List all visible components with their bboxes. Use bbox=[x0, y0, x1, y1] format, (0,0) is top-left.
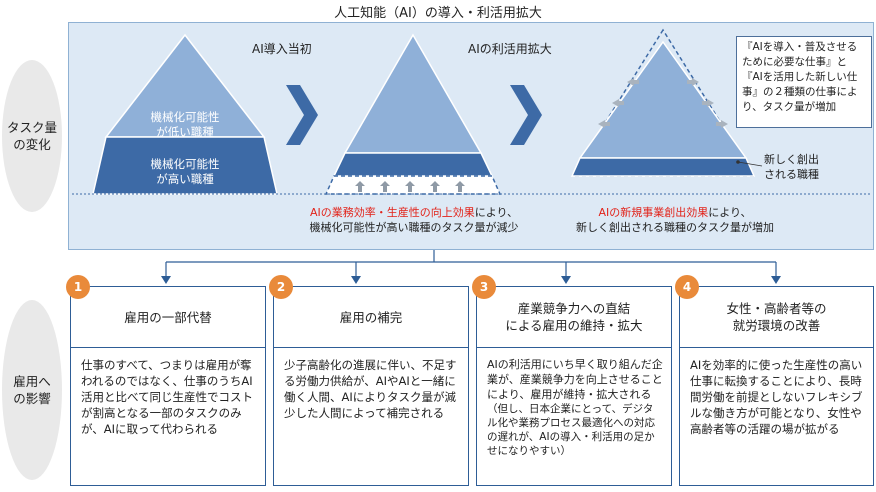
efficiency-effect-highlight: AIの業務効率・生産性の向上効果 bbox=[309, 206, 475, 219]
employment-label-line2: の影響 bbox=[13, 391, 51, 406]
new-jobs-line2: される職種 bbox=[764, 168, 819, 181]
impact-box-3: 産業競争力への直結 による雇用の維持・拡大 AIの利活用にいち早く取り組んだ企業… bbox=[476, 286, 672, 486]
impact-box-4-title-line2: 就労環境の改善 bbox=[732, 318, 821, 333]
impact-box-1: 雇用の一部代替 仕事のすべて、つまりは雇用が奪われるのではなく、仕事のうちAI活… bbox=[70, 286, 266, 486]
impact-box-1-title: 雇用の一部代替 bbox=[71, 287, 265, 348]
pyramid-expansion bbox=[324, 33, 502, 195]
impact-box-3-title-line2: による雇用の維持・拡大 bbox=[505, 318, 643, 333]
connector-lines bbox=[165, 250, 777, 278]
high-automation-line1: 機械化可能性 bbox=[150, 157, 220, 171]
number-badge-4: 4 bbox=[675, 275, 699, 299]
employment-label-line1: 雇用へ bbox=[13, 374, 51, 389]
impact-box-3-body-main: AIの利活用にいち早く取り組んだ企業が、産業競争力を向上させることにより、雇用が… bbox=[487, 358, 663, 401]
number-badge-3: 3 bbox=[472, 275, 496, 299]
low-automation-line2: が低い職種 bbox=[156, 125, 214, 139]
impact-box-3-note: （但し、日本企業にとって、デジタル化や業務プロセス最適化への対応の遅れが、AIの… bbox=[487, 403, 655, 457]
diagram-title: 人工知能（AI）の導入・利活用拡大 bbox=[334, 6, 542, 21]
impact-box-1-title-line1: 雇用の一部代替 bbox=[124, 309, 212, 325]
new-business-effect-caption: AIの新規事業創出効果により、 新しく創出される職種のタスク量が増加 bbox=[560, 205, 790, 235]
impact-box-2: 雇用の補完 少子高齢化の進展に伴い、不足する労働力供給が、AIやAIと一緒に働く… bbox=[273, 286, 469, 486]
employment-impact-label: 雇用へ の影響 bbox=[2, 300, 62, 480]
pyramid-new-jobs bbox=[570, 28, 763, 177]
new-jobs-line1: 新しく創出 bbox=[764, 153, 819, 166]
number-badge-2: 2 bbox=[269, 275, 293, 299]
stage-expansion-label: AIの利活用拡大 bbox=[468, 42, 552, 56]
low-automation-jobs-label: 機械化可能性 が低い職種 bbox=[125, 110, 245, 140]
impact-box-2-title-line1: 雇用の補完 bbox=[339, 309, 403, 325]
new-jobs-label: 新しく創出 される職種 bbox=[764, 152, 819, 182]
number-badge-1: 1 bbox=[66, 275, 90, 299]
impact-box-4-title-line1: 女性・高齢者等の bbox=[726, 301, 827, 316]
new-business-effect-suffix: により、 bbox=[708, 206, 752, 219]
task-increase-callout: 『AIを導入・普及させるために必要な仕事』と『AIを活用した新しい仕事』の２種類… bbox=[736, 36, 872, 128]
efficiency-effect-line2: 機械化可能性が高い職種のタスク量が減少 bbox=[309, 221, 519, 234]
impact-box-2-title: 雇用の補完 bbox=[274, 287, 468, 348]
new-business-effect-line2: 新しく創出される職種のタスク量が増加 bbox=[576, 221, 774, 234]
efficiency-effect-caption: AIの業務効率・生産性の向上効果により、 機械化可能性が高い職種のタスク量が減少 bbox=[274, 205, 554, 235]
task-label-line1: タスク量 bbox=[6, 120, 57, 135]
stage-initial-label: AI導入当初 bbox=[252, 42, 312, 56]
impact-box-4-title: 女性・高齢者等の 就労環境の改善 bbox=[680, 287, 873, 348]
impact-box-3-title: 産業競争力への直結 による雇用の維持・拡大 bbox=[477, 287, 671, 348]
impact-box-3-body: AIの利活用にいち早く取り組んだ企業が、産業競争力を向上させることにより、雇用が… bbox=[487, 357, 663, 458]
high-automation-jobs-label: 機械化可能性 が高い職種 bbox=[125, 157, 245, 187]
impact-box-3-title-line1: 産業競争力への直結 bbox=[517, 301, 631, 316]
impact-box-1-body: 仕事のすべて、つまりは雇用が奪われるのではなく、仕事のうちAI活用と比べて同じ生… bbox=[81, 358, 254, 436]
impact-box-4: 女性・高齢者等の 就労環境の改善 AIを効率的に使った生産性の高い仕事に転換する… bbox=[679, 286, 874, 486]
high-automation-line2: が高い職種 bbox=[156, 172, 214, 186]
task-label-line2: の変化 bbox=[13, 137, 51, 152]
impact-box-4-body: AIを効率的に使った生産性の高い仕事に転換することにより、長時間労働を前提としな… bbox=[690, 358, 863, 436]
chevron-right-icon bbox=[286, 85, 318, 145]
new-business-effect-highlight: AIの新規事業創出効果 bbox=[598, 206, 709, 219]
task-change-label: タスク量 の変化 bbox=[2, 60, 62, 212]
efficiency-effect-suffix: により、 bbox=[474, 206, 519, 219]
chevron-right-icon bbox=[510, 85, 542, 145]
low-automation-line1: 機械化可能性 bbox=[150, 110, 220, 124]
impact-box-2-body: 少子高齢化の進展に伴い、不足する労働力供給が、AIやAIと一緒に働く人間、AIに… bbox=[284, 358, 457, 420]
